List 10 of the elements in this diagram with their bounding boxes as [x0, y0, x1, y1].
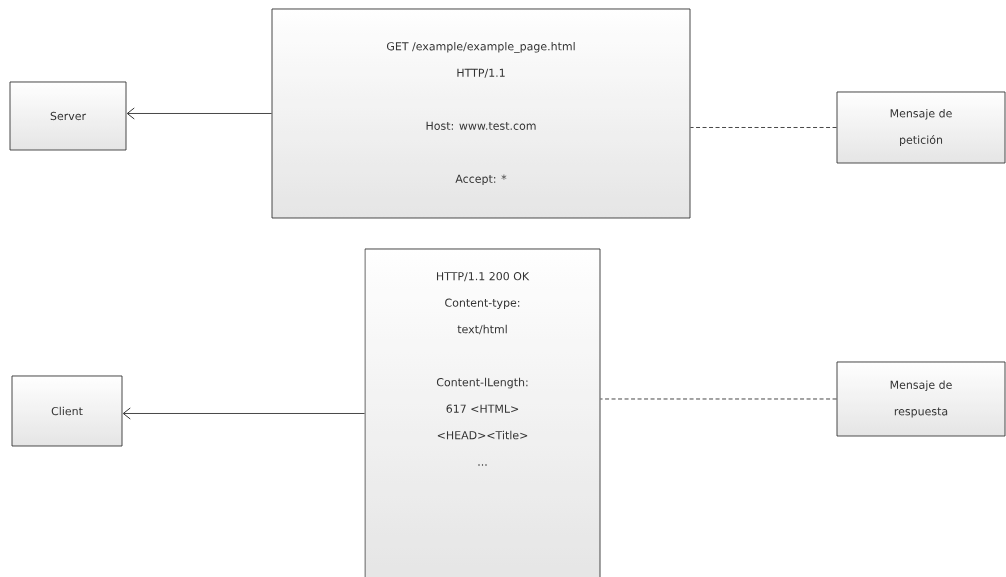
note-box: Mensaje de respuesta	[836, 361, 1006, 437]
note-box: Mensaje de petición	[836, 91, 1006, 164]
dashed-line	[690, 127, 837, 128]
dashed-line	[600, 398, 837, 400]
message-box: HTTP/1.1 200 OK Content-type: text/html Content-lLength: 617 <HTML> <HEAD><Title> ...	[364, 248, 601, 577]
process-box: Server	[9, 81, 127, 151]
process-box: Client	[11, 375, 123, 447]
arrow	[126, 107, 272, 120]
message-box: GET /example/example_page.html HTTP/1.1 Host: www.test.com Accept: *	[271, 8, 691, 219]
arrow	[122, 407, 365, 420]
